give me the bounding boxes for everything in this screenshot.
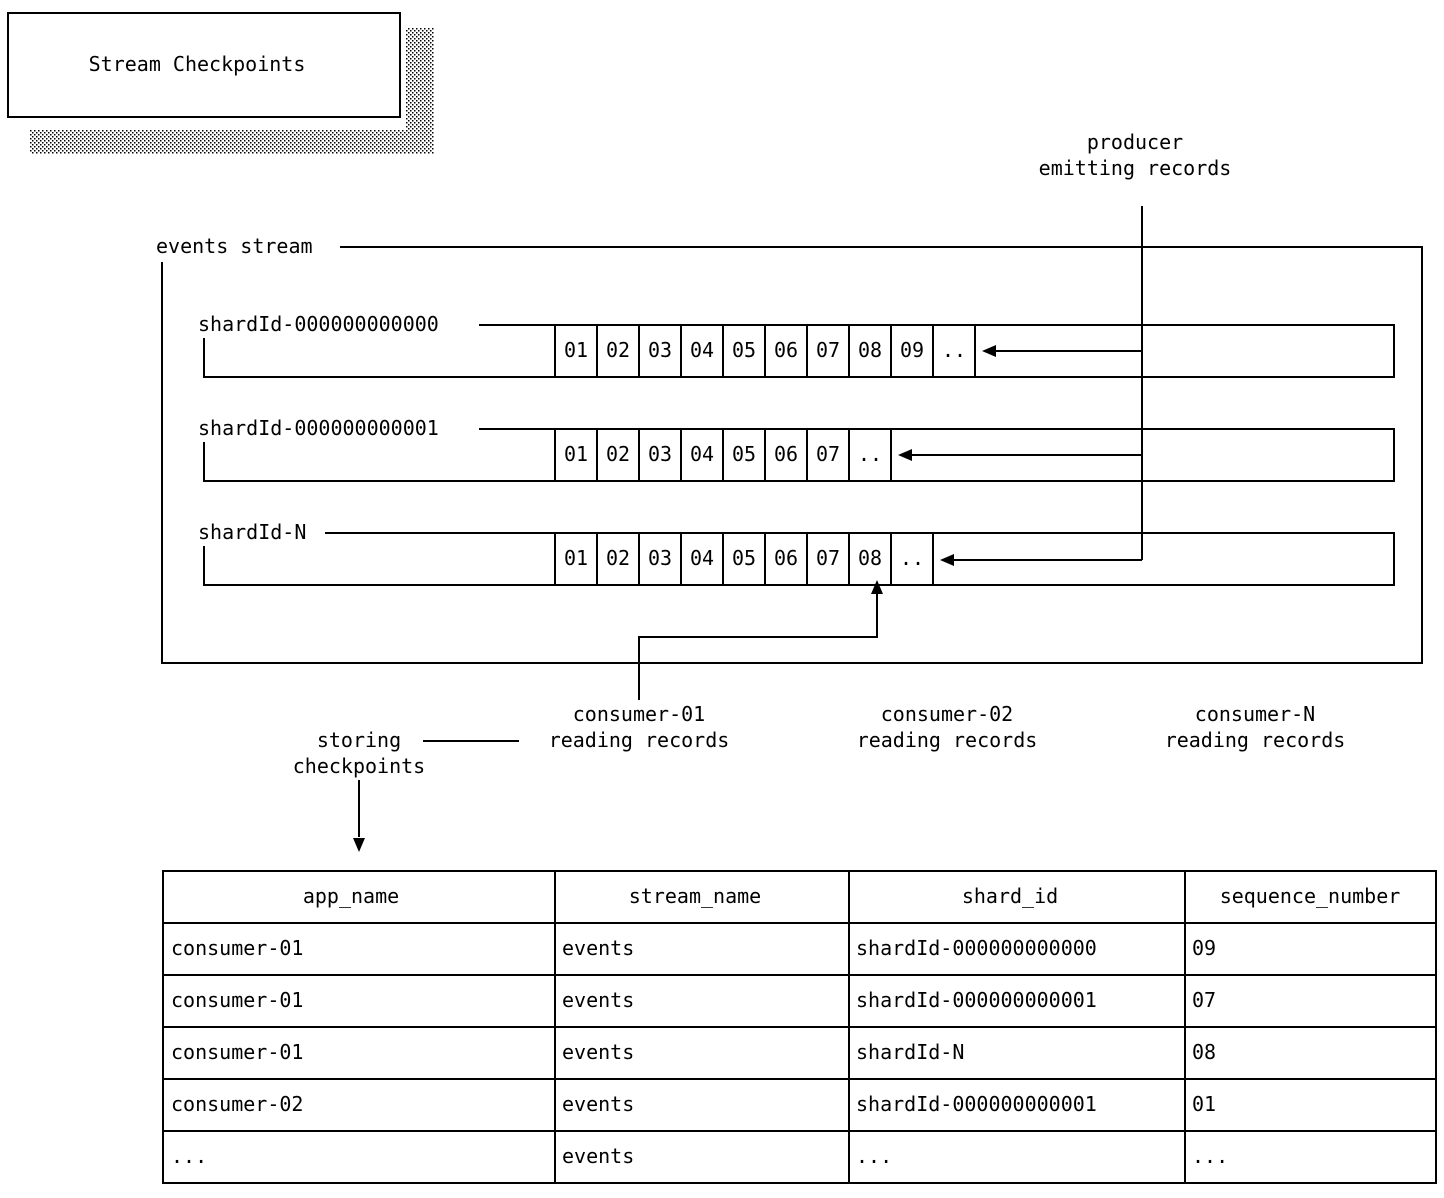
table-cell: ...: [1192, 1144, 1228, 1168]
shard-cells: 01 02 03 04 05 06 07 08 ..: [554, 533, 934, 585]
checkpoint-table: app_name stream_name shard_id sequence_n…: [162, 870, 1437, 1184]
column-header: stream_name: [629, 884, 761, 908]
storing-label-line1: storing: [317, 728, 401, 752]
consumer-n-label-line2: reading records: [1165, 728, 1346, 752]
record-cell: 01: [564, 338, 588, 362]
shard-cells: 01 02 03 04 05 06 07 08 09 ..: [554, 325, 976, 377]
column-header: app_name: [303, 884, 399, 908]
consumer-01-pointer-line: [638, 594, 878, 700]
arrow-down-icon: [353, 838, 365, 852]
arrow-head-icon: [982, 345, 996, 357]
record-cell-ellipsis: ..: [942, 338, 966, 362]
table-cell: ...: [856, 1144, 892, 1168]
shard-label: shardId-N: [198, 520, 306, 544]
table-cell: shardId-000000000001: [856, 1092, 1097, 1116]
table-cell: 01: [1192, 1092, 1216, 1116]
events-stream-frame: events stream: [156, 234, 1423, 664]
record-cell: 03: [648, 442, 672, 466]
consumer-n-label-line1: consumer-N: [1195, 702, 1315, 726]
table-row: ... events ... ...: [171, 1144, 1228, 1168]
shard-0: shardId-000000000000 01 02 03 04 05 06 0…: [198, 312, 1395, 378]
table-cell: events: [562, 1092, 634, 1116]
record-cell: 02: [606, 546, 630, 570]
table-cell: events: [562, 1144, 634, 1168]
table-cell: events: [562, 936, 634, 960]
record-cell: 05: [732, 442, 756, 466]
record-cell: 04: [690, 546, 714, 570]
table-cell: consumer-01: [171, 988, 303, 1012]
title-box: Stream Checkpoints: [7, 12, 434, 154]
record-cell: 02: [606, 338, 630, 362]
record-cell: 04: [690, 442, 714, 466]
table-row: consumer-01 events shardId-000000000001 …: [171, 988, 1216, 1012]
record-cell: 05: [732, 546, 756, 570]
consumer-01-label-line2: reading records: [549, 728, 730, 752]
shard-border: [203, 532, 1395, 586]
record-cell: 07: [816, 338, 840, 362]
page-title: Stream Checkpoints: [89, 52, 306, 76]
record-cell: 01: [564, 546, 588, 570]
table-cell: 07: [1192, 988, 1216, 1012]
consumer-01-label-line1: consumer-01: [573, 702, 705, 726]
consumer-02-label-line2: reading records: [857, 728, 1038, 752]
table-header: app_name stream_name shard_id sequence_n…: [303, 884, 1400, 908]
record-cell: 07: [816, 442, 840, 466]
title-shadow-right: [406, 28, 434, 154]
shard-border: [203, 324, 1395, 378]
column-header: sequence_number: [1220, 884, 1401, 908]
table-row: consumer-01 events shardId-N 08: [171, 1040, 1216, 1064]
record-cell: 03: [648, 338, 672, 362]
record-cell: 09: [900, 338, 924, 362]
table-cell: 09: [1192, 936, 1216, 960]
title-shadow-bottom: [30, 130, 434, 154]
table-cell: shardId-000000000001: [856, 988, 1097, 1012]
arrow-head-icon: [898, 449, 912, 461]
record-cell: 07: [816, 546, 840, 570]
shard-label: shardId-000000000001: [198, 416, 439, 440]
record-cell: 08: [858, 338, 882, 362]
consumer-02-label-line1: consumer-02: [881, 702, 1013, 726]
shard-n: shardId-N 01 02 03 04 05 06 07 08 ..: [198, 520, 1395, 586]
table-cell: consumer-01: [171, 936, 303, 960]
record-cell: 06: [774, 546, 798, 570]
title-frame: [7, 12, 401, 118]
stream-label: events stream: [156, 234, 313, 258]
producer-label-line2: emitting records: [1039, 156, 1232, 180]
record-cell-ellipsis: ..: [900, 546, 924, 570]
record-cell: 05: [732, 338, 756, 362]
record-cell: 02: [606, 442, 630, 466]
stream-border: [161, 246, 1423, 664]
record-cell-ellipsis: ..: [858, 442, 882, 466]
shard-label: shardId-000000000000: [198, 312, 439, 336]
record-cell: 01: [564, 442, 588, 466]
table-cell: events: [562, 988, 634, 1012]
table-cell: events: [562, 1040, 634, 1064]
shard-1: shardId-000000000001 01 02 03 04 05 06 0…: [198, 416, 1395, 482]
record-cell: 03: [648, 546, 672, 570]
arrow-up-icon: [871, 580, 883, 594]
record-cell: 08: [858, 546, 882, 570]
arrow-head-icon: [940, 554, 954, 566]
table-cell: ...: [171, 1144, 207, 1168]
table-row: consumer-01 events shardId-000000000000 …: [171, 936, 1216, 960]
column-header: shard_id: [962, 884, 1058, 908]
record-cell: 04: [690, 338, 714, 362]
table-cell: consumer-02: [171, 1092, 303, 1116]
table-cell: shardId-000000000000: [856, 936, 1097, 960]
table-cell: shardId-N: [856, 1040, 964, 1064]
table-row: consumer-02 events shardId-000000000001 …: [171, 1092, 1216, 1116]
shard-border: [203, 428, 1395, 482]
record-cell: 06: [774, 442, 798, 466]
record-cell: 06: [774, 338, 798, 362]
producer-label-line1: producer: [1087, 130, 1183, 154]
shard-cells: 01 02 03 04 05 06 07 ..: [554, 429, 892, 481]
table-cell: consumer-01: [171, 1040, 303, 1064]
storing-label-line2: checkpoints: [293, 754, 425, 778]
table-cell: 08: [1192, 1040, 1216, 1064]
